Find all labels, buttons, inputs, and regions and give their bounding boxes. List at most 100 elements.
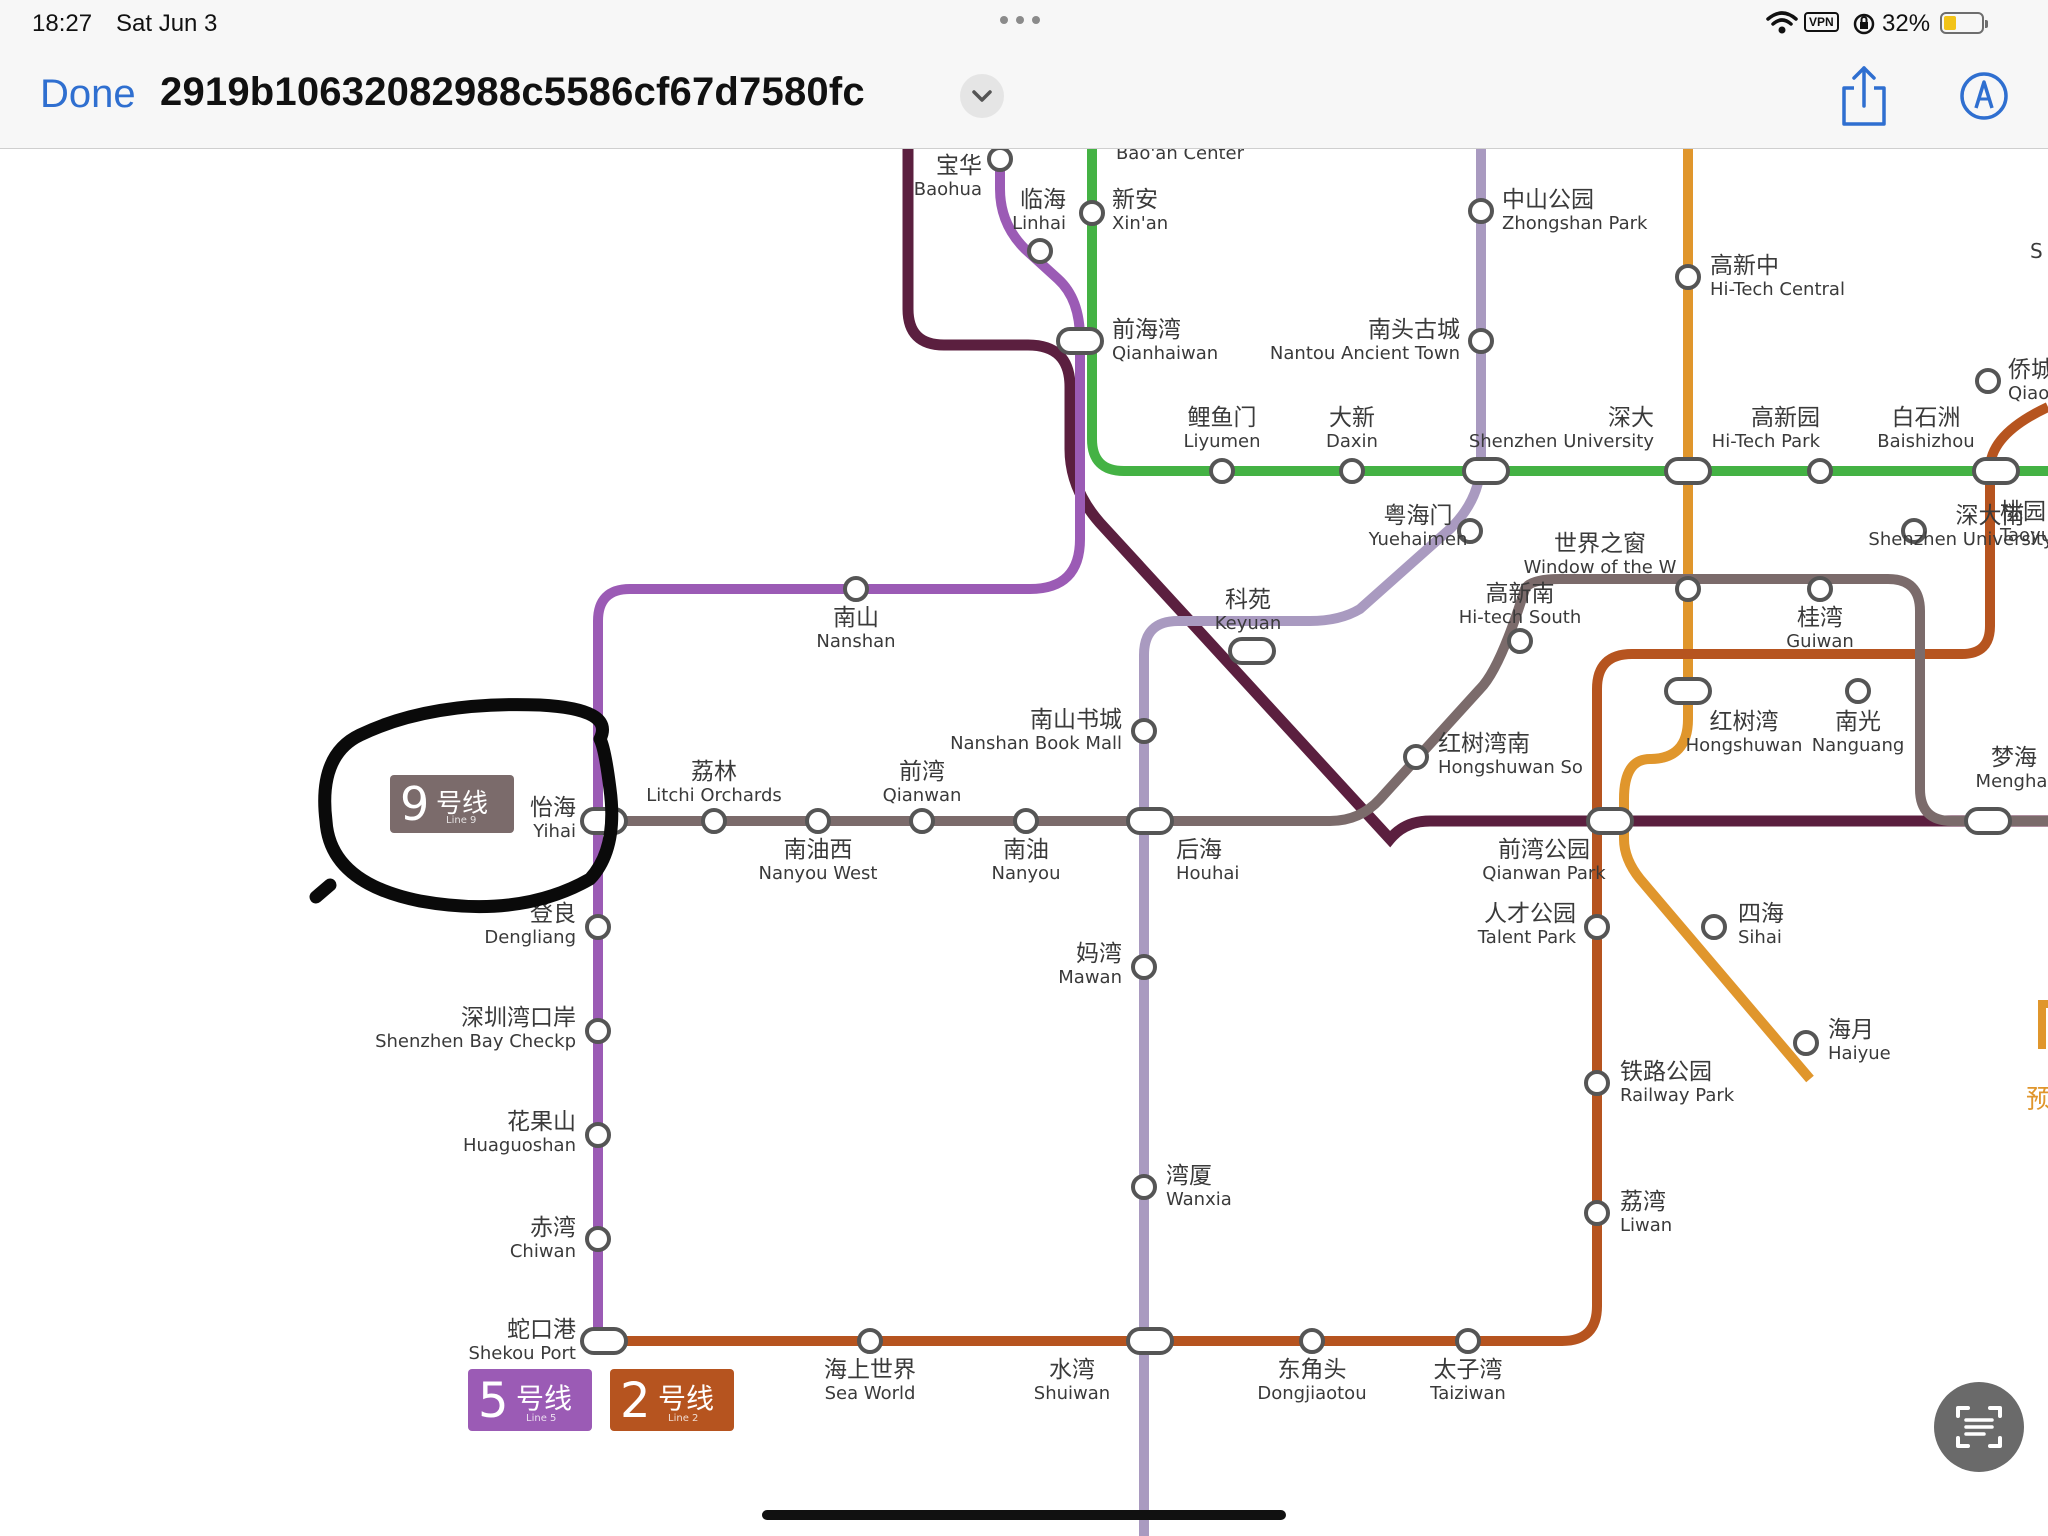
station-name-en: Qianwan Park <box>1482 863 1606 884</box>
station-name-cn: 赤湾 <box>530 1215 576 1241</box>
station-name-en: Wanxia <box>1166 1189 1232 1210</box>
station-name-cn: 临海 <box>1020 187 1066 213</box>
station-marker <box>1339 458 1365 484</box>
station-name-en: Baishizhou <box>1877 431 1974 452</box>
station-name-en: Hi-tech South <box>1459 607 1582 628</box>
station-name-cn: 红树湾 <box>1710 709 1779 735</box>
title-menu-button[interactable] <box>960 74 1004 118</box>
station-marker <box>1675 576 1701 602</box>
interchange-marker <box>1586 807 1634 835</box>
station-name-cn: 南头古城 <box>1368 317 1460 343</box>
line-5-route <box>593 149 1085 1341</box>
station-name-en: Sihai <box>1738 927 1782 948</box>
station-name-cn: 南光 <box>1835 709 1881 735</box>
station-marker <box>1845 678 1871 704</box>
line-9-badge-en: Line 9 <box>446 815 477 826</box>
station-name-cn: 深大南 <box>1956 503 2025 529</box>
station-name-cn: 湾厦 <box>1166 1163 1212 1189</box>
station-marker <box>1027 238 1053 264</box>
station-name-en: Liyumen <box>1183 431 1260 452</box>
station-name-cn: 白石洲 <box>1892 405 1961 431</box>
line-12-route <box>1139 149 1486 1536</box>
station-name-cn: 前海湾 <box>1112 317 1181 343</box>
live-text-button[interactable] <box>1934 1382 2024 1472</box>
interchange-marker <box>1126 807 1174 835</box>
line-13-stub <box>2038 1000 2048 1049</box>
station-marker <box>1675 264 1701 290</box>
station-name-cn: 高新南 <box>1486 581 1555 607</box>
station-name-en: Yuehaimen <box>1368 529 1468 550</box>
hand-drawn-circle-annotation <box>309 698 619 914</box>
station-name-en: Mawan <box>1058 967 1122 988</box>
station-name-en: Hi-Tech Park <box>1712 431 1821 452</box>
station-name-en: Talent Park <box>1477 927 1577 948</box>
station-bao-an-center: Bao'an Center <box>1116 149 1245 164</box>
line-9-badge: 9 号线 Line 9 <box>390 775 514 833</box>
station-name-en: Shekou Port <box>468 1343 576 1364</box>
share-button[interactable] <box>1836 64 1892 130</box>
station-name-en: Qianwan <box>883 785 962 806</box>
station-marker <box>1793 1030 1819 1056</box>
interchange-marker <box>580 807 628 835</box>
line-2-badge-cn: 号线 <box>658 1382 715 1415</box>
station-name-en: Linhai <box>1012 213 1066 234</box>
station-marker <box>1468 328 1494 354</box>
station-name-cn: 铁路公园 <box>1620 1059 1712 1085</box>
station-name-cn: 世界之窗 <box>1554 531 1646 557</box>
station-name-cn: 红树湾南 <box>1438 731 1530 757</box>
station-marker <box>1468 198 1494 224</box>
station-name-en: Bao'an Center <box>1116 149 1245 164</box>
battery-percent: 32% <box>1882 10 1931 37</box>
station-marker <box>909 808 935 834</box>
station-marker <box>1701 914 1727 940</box>
line-1-route <box>1087 149 2048 476</box>
line-5-badge-en: Line 5 <box>526 1413 557 1424</box>
interchange-marker <box>1228 637 1276 665</box>
station-name-en: Litchi Orchards <box>646 785 782 806</box>
station-name-cn: 荔林 <box>691 759 737 785</box>
station-marker <box>1457 518 1483 544</box>
done-button[interactable]: Done <box>40 72 136 116</box>
station-name-cn: 中山公园 <box>1502 187 1594 213</box>
station-name-en: Baohua <box>914 179 982 200</box>
station-name-cn: 海上世界 <box>824 1357 916 1383</box>
interchange-marker <box>1126 1327 1174 1355</box>
line-2-badge-en: Line 2 <box>668 1413 699 1424</box>
station-name-en: Qiao <box>2008 383 2048 404</box>
home-indicator[interactable] <box>762 1510 1286 1520</box>
station-name-cn: 梦海 <box>1991 745 2037 771</box>
station-name-cn: 新安 <box>1112 187 1158 213</box>
station-name-cn: 大新 <box>1329 405 1375 431</box>
station-marker <box>857 1328 883 1354</box>
multitasking-dots-icon[interactable] <box>1000 12 1044 26</box>
station-name-cn: 南油 <box>1003 837 1049 863</box>
line-2-badge: 2 号线 Line 2 <box>610 1369 734 1431</box>
station-name-en: Taoyuan <box>1999 525 2048 546</box>
line-9-badge-number: 9 <box>400 777 430 831</box>
markup-button[interactable] <box>1958 70 2010 122</box>
station-name-en: Hongshuwan <box>1686 735 1803 756</box>
line-2-route <box>598 402 2048 1346</box>
station-name-cn: 花果山 <box>507 1109 576 1135</box>
